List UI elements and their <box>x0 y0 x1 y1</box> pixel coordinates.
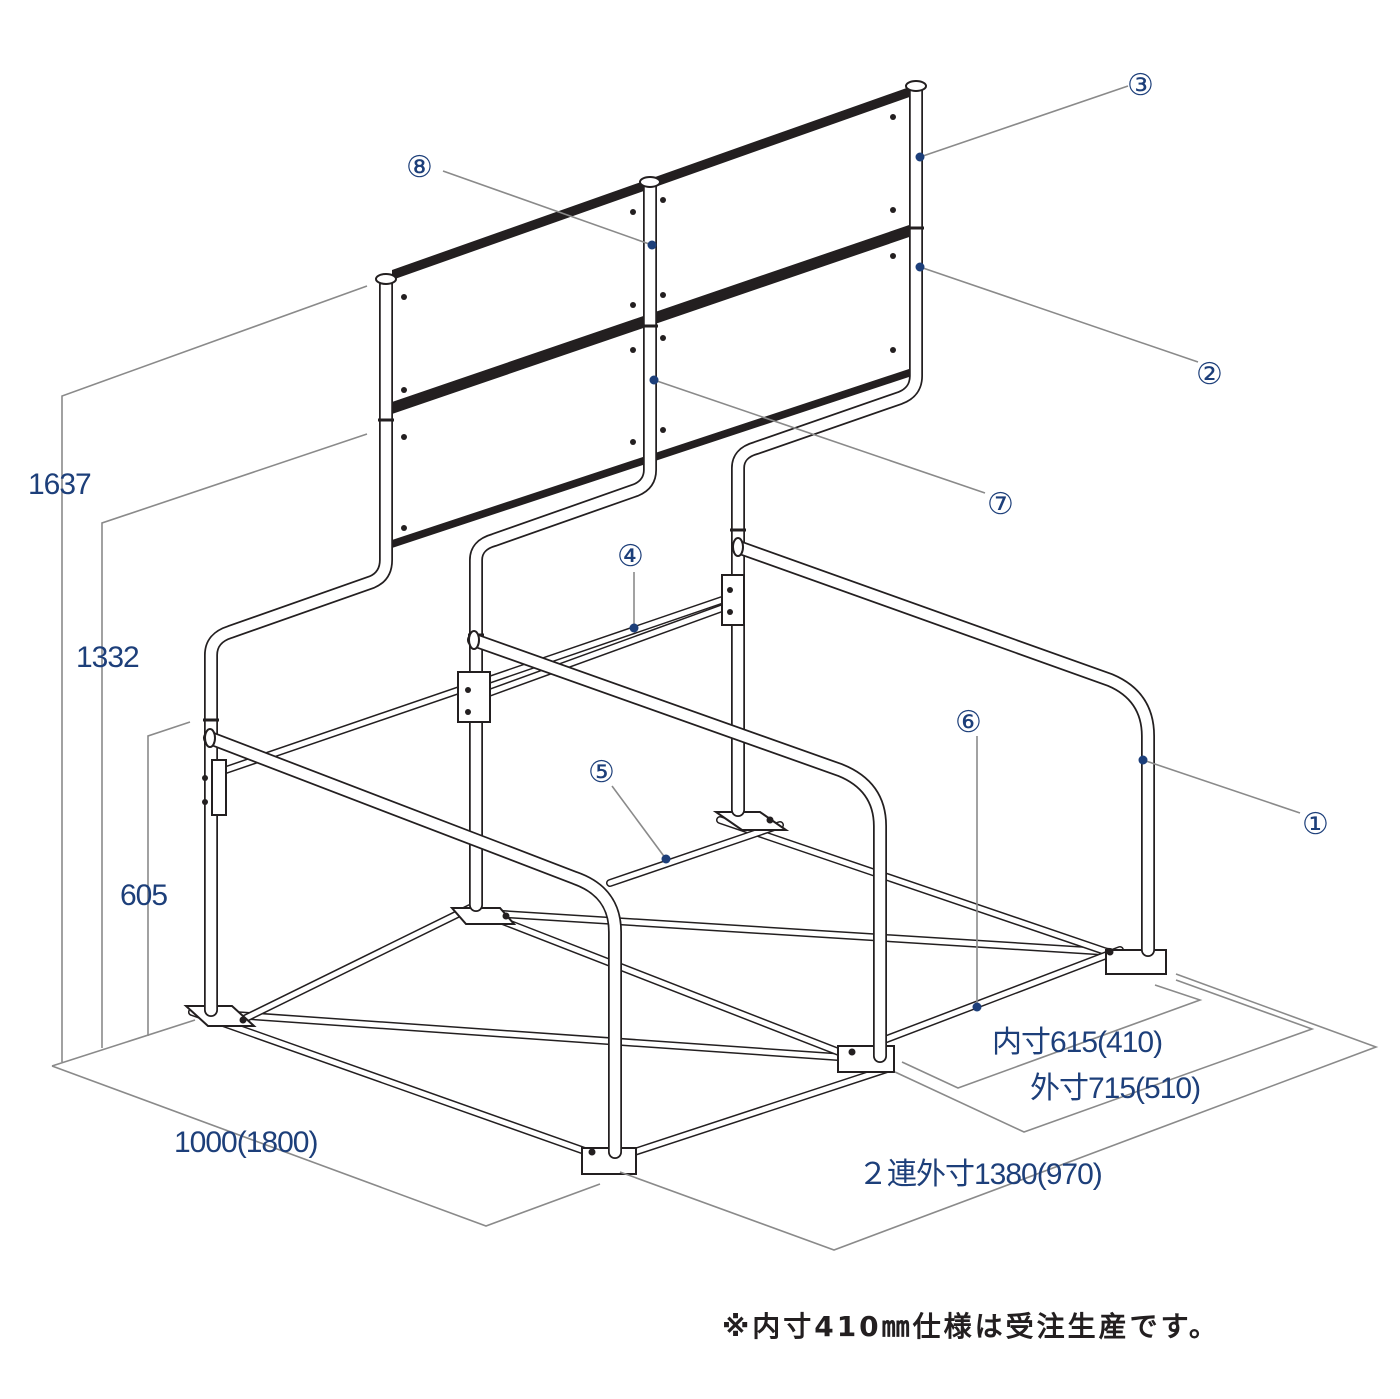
panel-screw-holes <box>401 114 896 531</box>
callout-4: ④ <box>617 539 644 574</box>
base-frame <box>188 816 1164 1164</box>
callout-7: ⑦ <box>987 487 1014 522</box>
dimension-labels: 1637 1332 605 1000(1800) 内寸615(410) 外寸71… <box>28 468 1201 1191</box>
callout-1: ① <box>1302 807 1329 842</box>
main-uprights <box>203 80 927 1017</box>
side-handrails <box>203 537 1155 1159</box>
callout-6: ⑥ <box>955 705 982 740</box>
inner-width-label: 内寸615(410) <box>992 1026 1162 1059</box>
callout-8: ⑧ <box>406 150 433 185</box>
base-plates <box>183 811 1167 1175</box>
leader-lines <box>442 85 1301 1012</box>
dimension-lines <box>51 285 1379 1251</box>
callout-5: ⑤ <box>588 755 615 790</box>
footnote: ※内寸410㎜仕様は受注生産です。 <box>722 1310 1220 1343</box>
callout-3: ③ <box>1127 68 1154 103</box>
length-label: 1000(1800) <box>174 1126 317 1159</box>
double-outer-width-label: ２連外寸1380(970) <box>858 1158 1102 1191</box>
height-1637-label: 1637 <box>28 468 91 501</box>
height-605-label: 605 <box>120 879 167 912</box>
outer-width-label: 外寸715(510) <box>1030 1072 1200 1105</box>
height-1332-label: 1332 <box>76 641 139 674</box>
callout-2: ② <box>1196 357 1223 392</box>
callouts: ③ ② ⑧ ⑦ ④ ⑤ ⑥ ① <box>406 68 1329 842</box>
